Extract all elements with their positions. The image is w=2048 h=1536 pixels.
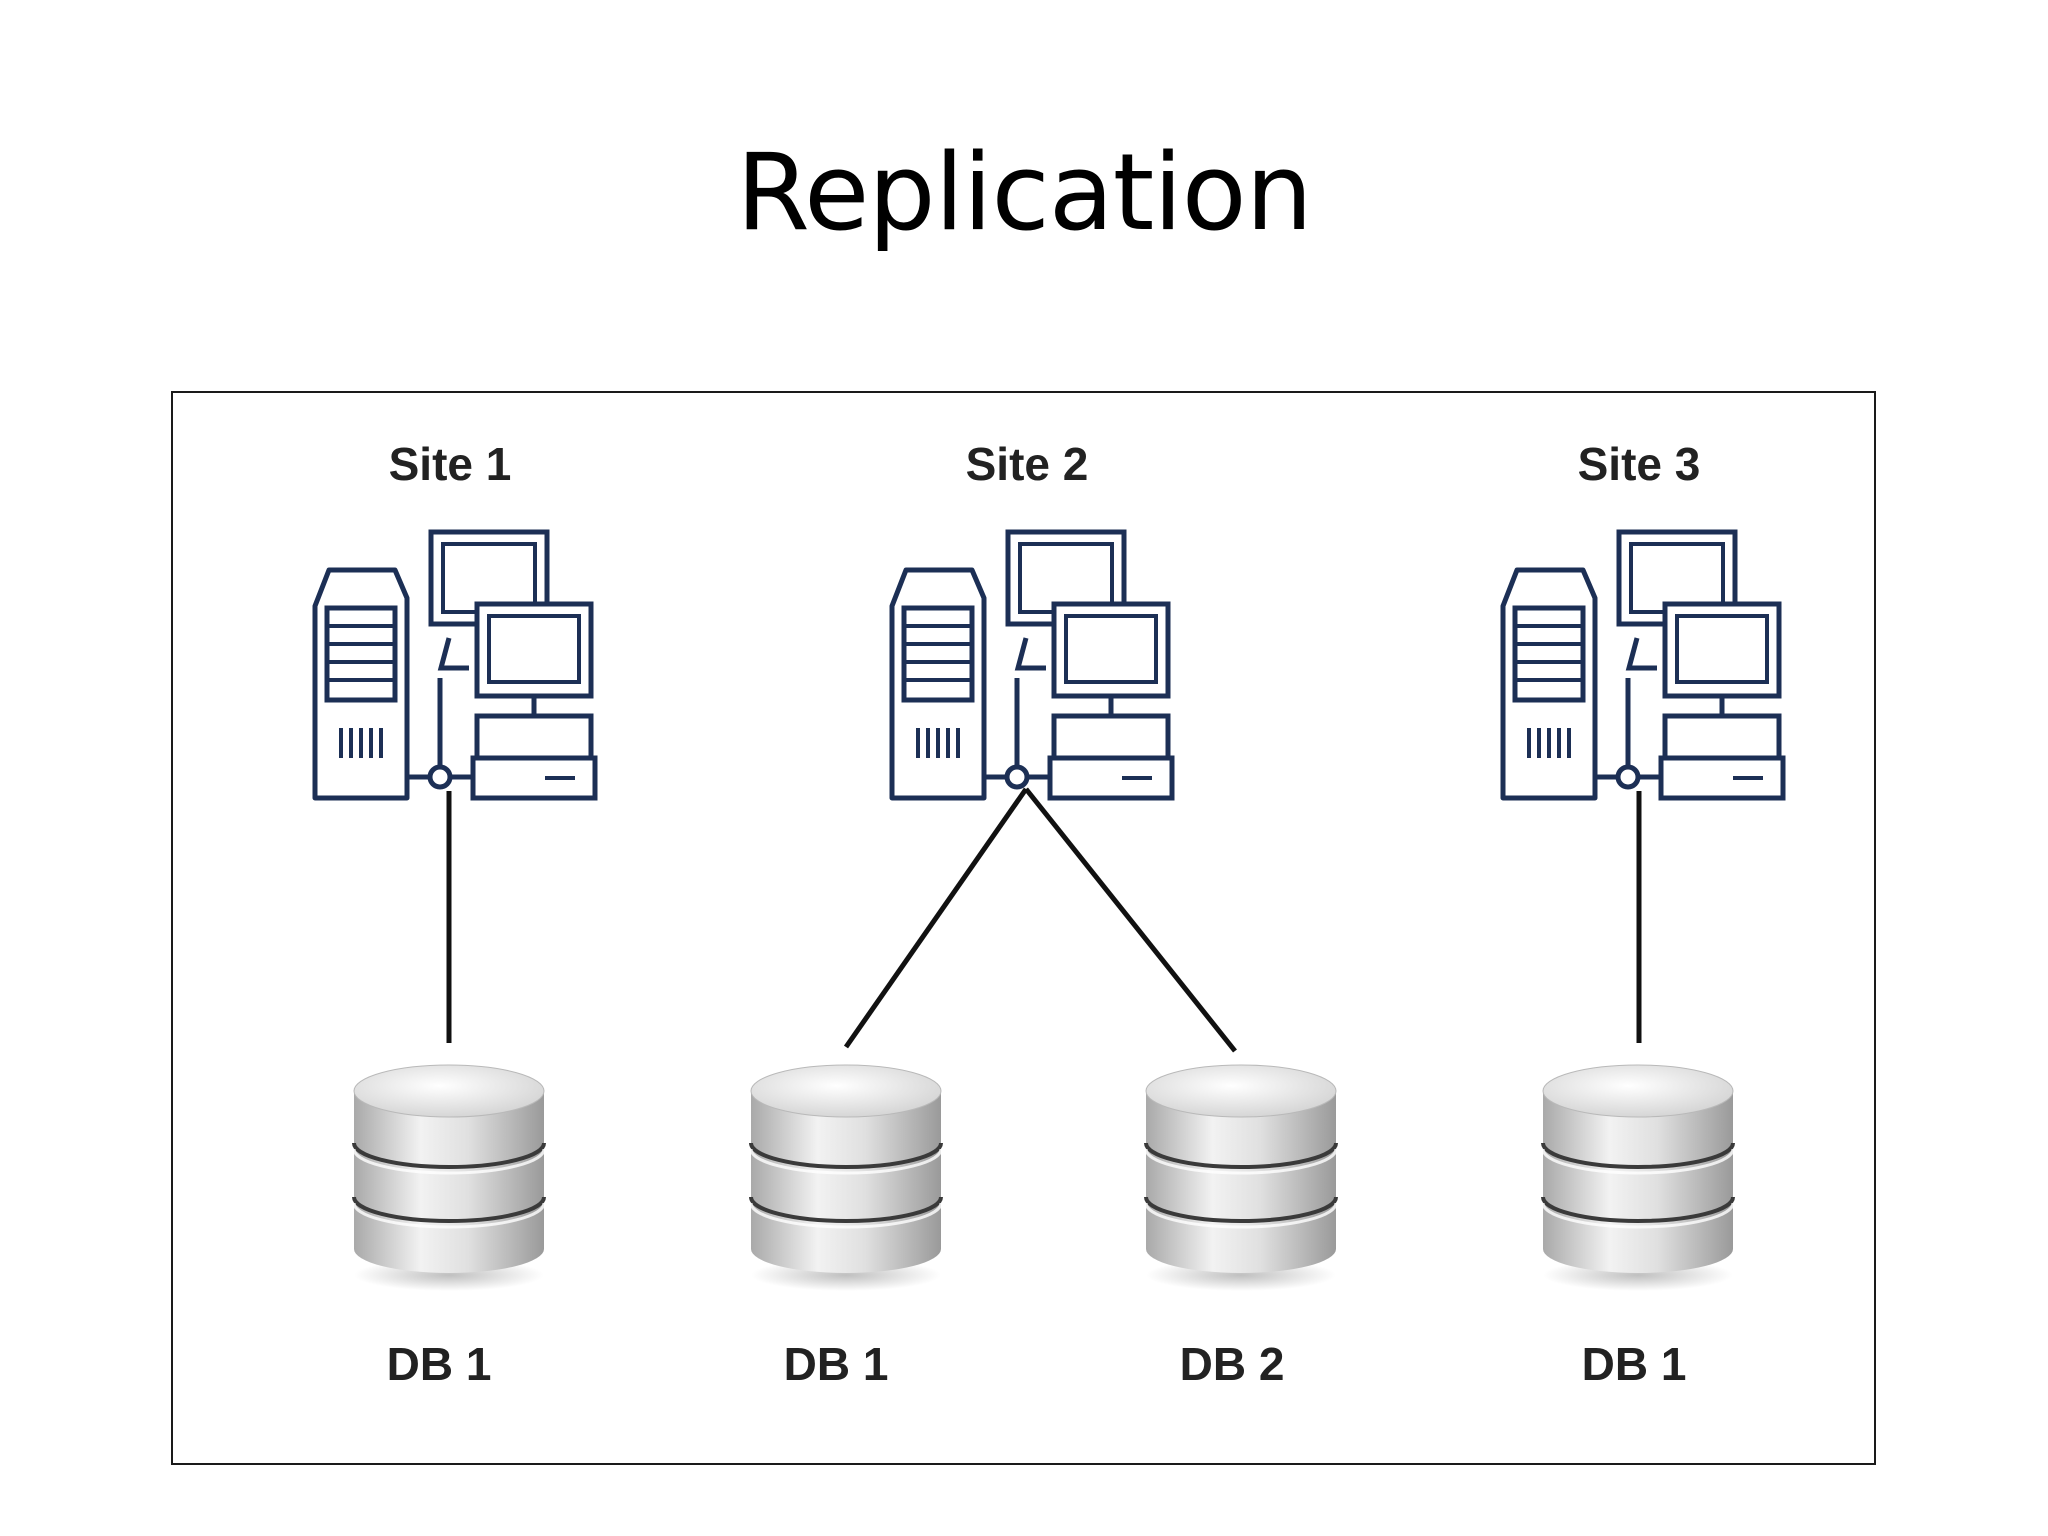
server-workstation-icon xyxy=(315,532,595,798)
connection-site2-db1 xyxy=(843,787,1029,1049)
server-workstation-icon xyxy=(1503,532,1783,798)
database-cylinder-icon xyxy=(1144,1063,1338,1293)
db-label: DB 1 xyxy=(386,1338,492,1390)
slide-title: Replication xyxy=(736,131,1313,254)
db-label: DB 1 xyxy=(783,1338,889,1390)
site-label: Site 1 xyxy=(388,438,512,490)
database-cylinder-icon xyxy=(352,1063,546,1293)
diagram-canvas xyxy=(173,393,1874,1293)
db-label: DB 2 xyxy=(1179,1338,1285,1390)
site-label: Site 2 xyxy=(965,438,1089,490)
replication-diagram: Site 1 Site 2 Site 3 DB 1 DB 1 DB 2 DB 1 xyxy=(171,391,1876,1465)
database-cylinder-icon xyxy=(749,1063,943,1293)
server-workstation-icon xyxy=(892,532,1172,798)
connection-site2-db2 xyxy=(1024,787,1237,1053)
db-label: DB 1 xyxy=(1581,1338,1687,1390)
database-cylinder-icon xyxy=(1541,1063,1735,1293)
site-label: Site 3 xyxy=(1577,438,1701,490)
